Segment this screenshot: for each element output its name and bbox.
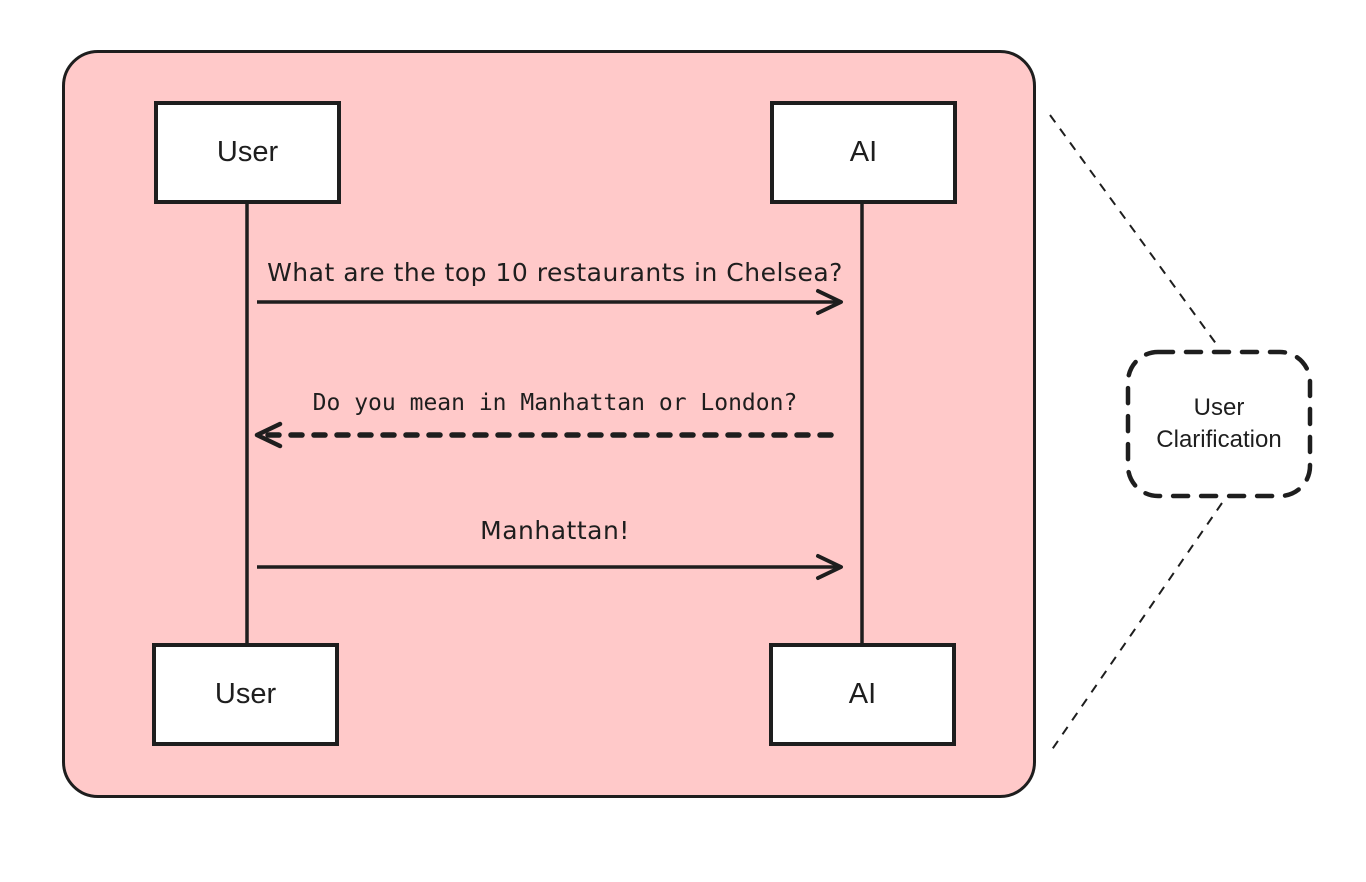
annotation-line-1: User <box>1193 394 1245 421</box>
message-3-label: Manhattan! <box>480 516 630 545</box>
annotation-connector-bottom <box>1050 502 1223 752</box>
actor-box-user-top: User <box>154 101 341 204</box>
annotation-box-border <box>1125 349 1313 499</box>
actor-box-ai-top: AI <box>770 101 957 204</box>
actor-label: AI <box>849 136 878 168</box>
actor-box-ai-bottom: AI <box>769 643 956 746</box>
message-1-arrowhead <box>816 289 843 315</box>
actor-label: AI <box>848 678 877 710</box>
message-1-label: What are the top 10 restaurants in Chels… <box>267 258 843 287</box>
message-2-arrowhead <box>254 421 283 449</box>
actor-box-user-bottom: User <box>152 643 339 746</box>
message-2-label: Do you mean in Manhattan or London? <box>312 390 798 416</box>
message-3-arrowhead <box>816 554 843 580</box>
actor-label: User <box>214 678 277 710</box>
annotation-line-2: Clarification <box>1156 426 1282 453</box>
actor-label: User <box>216 136 279 168</box>
annotation-user-clarification: User Clarification <box>1126 392 1312 456</box>
annotation-connector-top <box>1049 114 1218 346</box>
